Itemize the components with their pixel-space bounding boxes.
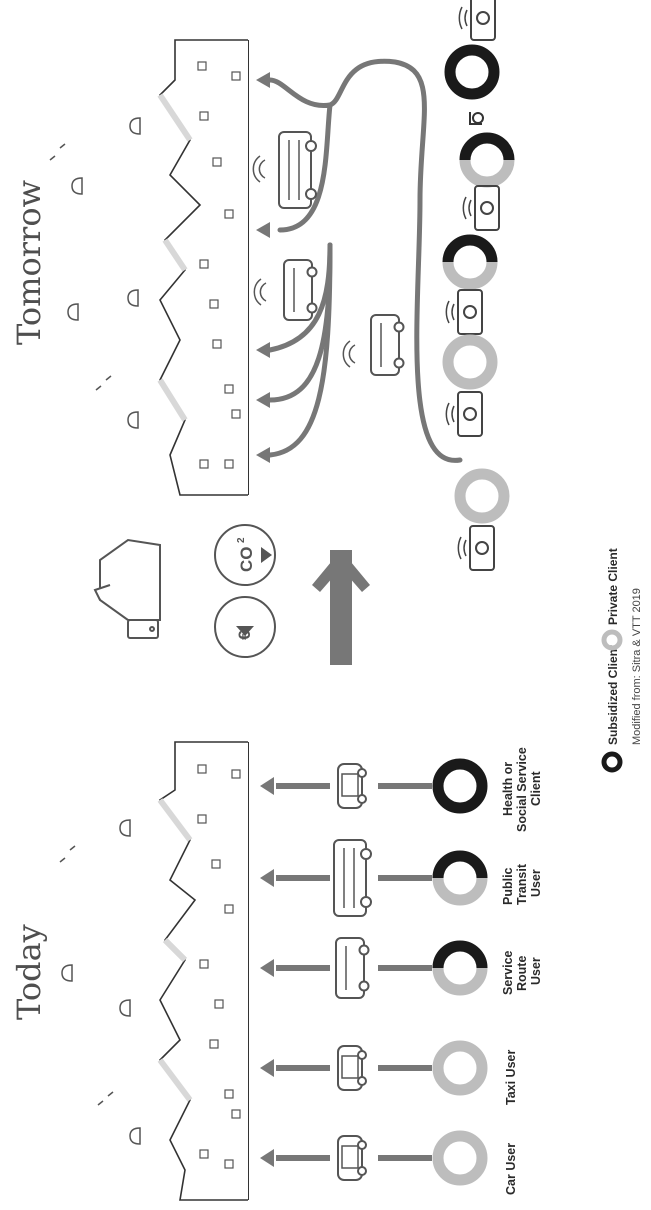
today-title: Today xyxy=(10,924,48,1020)
svg-text:Public: Public xyxy=(501,867,515,905)
legend-subsidized: Subsidized Client xyxy=(606,645,620,745)
svg-text:Health or: Health or xyxy=(501,762,515,816)
co2-down-icon: CO 2 xyxy=(215,525,275,585)
tomorrow-clients xyxy=(446,0,509,570)
svg-text:CO: CO xyxy=(237,547,256,573)
ring-mixed xyxy=(438,946,482,990)
legend: Subsidized Client Private Client Modifie… xyxy=(604,548,643,770)
bus-icon xyxy=(279,132,316,208)
svg-text:Service: Service xyxy=(501,950,515,995)
van-icon xyxy=(284,260,317,320)
label-car-user: Car User xyxy=(504,1143,518,1195)
ring-private xyxy=(438,1046,482,1090)
label-public-transit: Public Transit User xyxy=(501,863,543,905)
van-icon xyxy=(371,315,404,375)
tomorrow-title: Tomorrow xyxy=(10,180,48,345)
cost-down-icon: € xyxy=(215,597,275,657)
taxi-icon xyxy=(338,764,366,808)
bus-icon xyxy=(334,840,371,916)
ring-subsidized xyxy=(438,764,482,808)
label-taxi-user: Taxi User xyxy=(504,1050,518,1105)
taxi-icon xyxy=(338,1046,366,1090)
svg-text:Social Service: Social Service xyxy=(515,747,529,832)
today-rows xyxy=(260,764,482,1180)
ring-private xyxy=(438,1136,482,1180)
svg-text:User: User xyxy=(529,957,543,985)
thumbs-up-icon xyxy=(95,540,160,638)
sky-decoration xyxy=(50,118,140,1144)
svg-text:Transit: Transit xyxy=(515,863,529,905)
svg-text:Client: Client xyxy=(529,770,543,806)
today-city xyxy=(160,742,248,1200)
credit-text: Modified from: Sitra & VTT 2019 xyxy=(631,588,643,745)
car-icon xyxy=(338,1136,366,1180)
big-arrow-up-icon xyxy=(312,550,370,665)
wheelchair-icon xyxy=(470,112,483,124)
tomorrow-city xyxy=(160,40,248,495)
van-icon xyxy=(336,938,369,998)
svg-text:Route: Route xyxy=(515,956,529,991)
legend-private: Private Client xyxy=(606,548,620,625)
svg-text:2: 2 xyxy=(236,537,247,543)
ring-mixed xyxy=(438,856,482,900)
svg-text:User: User xyxy=(529,869,543,897)
label-health-social: Health or Social Service Client xyxy=(501,747,543,832)
label-service-route: Service Route User xyxy=(501,950,543,995)
